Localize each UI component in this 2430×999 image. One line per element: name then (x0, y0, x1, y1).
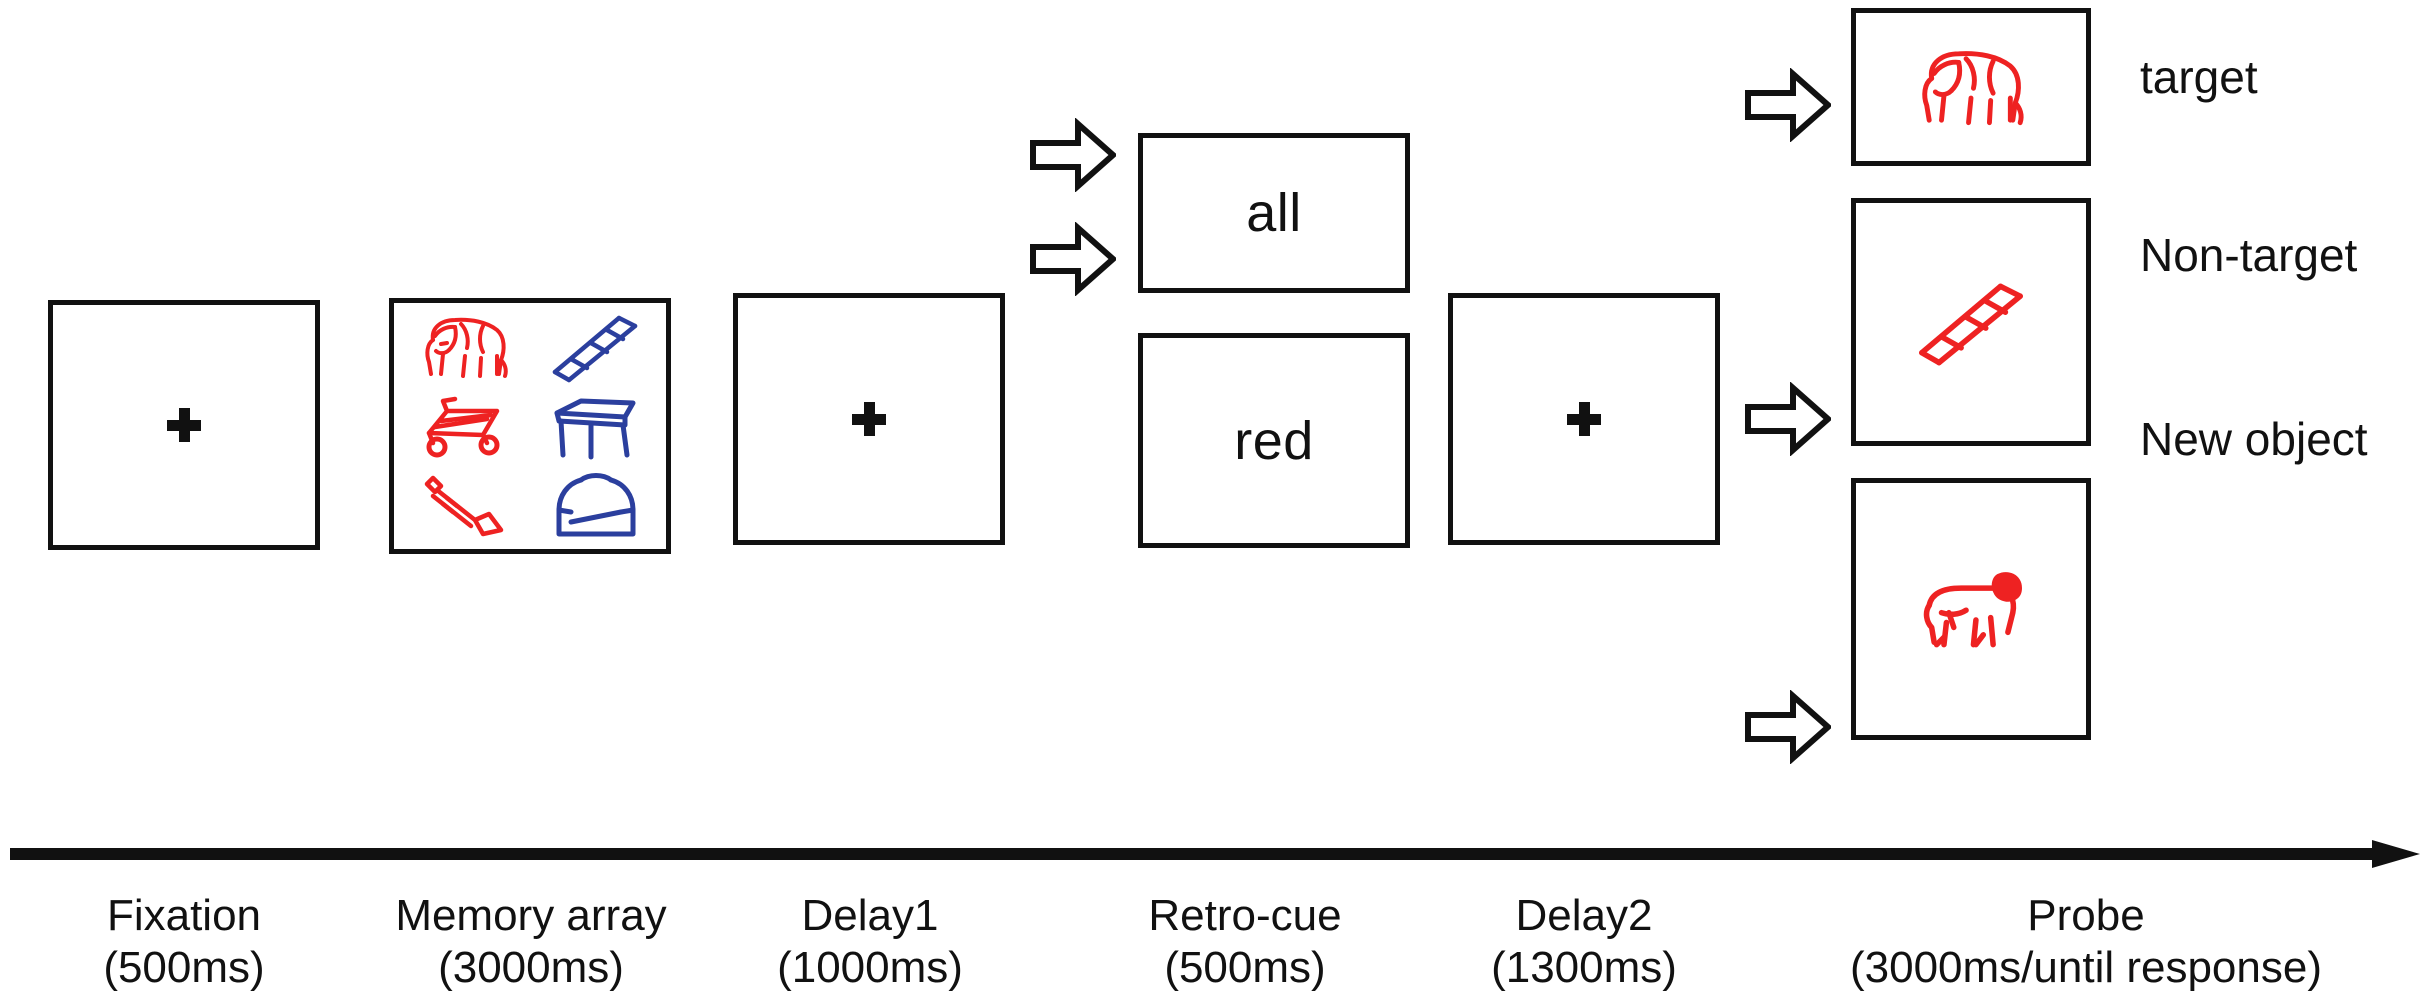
memory-item-cart-red (400, 387, 530, 466)
block-arrow-right-icon-to-probe-nontarget (1745, 382, 1831, 456)
stage-duration-delay1: (1000ms) (777, 942, 963, 992)
timeline-arrow-right-icon (10, 838, 2422, 870)
retro-cue-label-red: red (1234, 410, 1314, 471)
stage-label-retro-cue: Retro-cue (500ms) (1080, 890, 1410, 994)
retro-cue-frame-red: red (1138, 333, 1410, 548)
probe-condition-label-nontarget: Non-target (2140, 229, 2358, 281)
stage-duration-probe: (3000ms/until response) (1849, 942, 2322, 992)
memory-array-frame (389, 298, 671, 554)
block-arrow-right-icon-to-cue-red (1030, 222, 1116, 296)
stage-name-delay1: Delay1 (801, 891, 939, 940)
block-arrow-right-icon-to-probe-target (1745, 68, 1831, 142)
retro-cue-label-all: all (1246, 183, 1302, 243)
block-arrow-right-icon-to-cue-all (1030, 118, 1116, 192)
stage-label-delay1: Delay1 (1000ms) (700, 890, 1040, 994)
memory-item-elephant-red (400, 308, 530, 387)
probe-frame-target (1851, 8, 2091, 166)
fixation-frame (48, 300, 320, 550)
memory-item-sweater-blue (530, 465, 660, 544)
probe-condition-label-target: target (2140, 51, 2258, 103)
memory-item-trumpet-red (400, 465, 530, 544)
stage-duration-fixation: (500ms) (103, 942, 265, 992)
probe-frame-newobject (1851, 478, 2091, 740)
memory-item-table-blue (530, 387, 660, 466)
delay2-fixation-cross-icon (1567, 402, 1601, 436)
probe-condition-label-newobject: New object (2140, 413, 2368, 465)
probe-object-cow-red (1912, 563, 2030, 655)
stage-duration-memory-array: (3000ms) (438, 942, 624, 992)
probe-object-elephant-red (1912, 41, 2030, 133)
retro-cue-frame-all: all (1138, 133, 1410, 293)
stage-duration-retro-cue: (500ms) (1164, 942, 1326, 992)
probe-object-ladder-red (1912, 276, 2030, 368)
stage-label-fixation: Fixation (500ms) (0, 890, 368, 994)
stage-name-memory-array: Memory array (395, 891, 667, 940)
stage-label-probe: Probe (3000ms/until response) (1756, 890, 2416, 994)
fixation-cross-icon (167, 408, 201, 442)
stage-name-retro-cue: Retro-cue (1148, 891, 1342, 940)
memory-array-grid (394, 303, 666, 549)
delay2-frame (1448, 293, 1720, 545)
delay1-frame (733, 293, 1005, 545)
probe-frame-nontarget (1851, 198, 2091, 446)
stage-duration-delay2: (1300ms) (1491, 942, 1677, 992)
stage-label-delay2: Delay2 (1300ms) (1416, 890, 1752, 994)
stage-name-delay2: Delay2 (1515, 891, 1653, 940)
delay1-fixation-cross-icon (852, 402, 886, 436)
stage-label-memory-array: Memory array (3000ms) (345, 890, 717, 994)
block-arrow-right-icon-to-probe-newobject (1745, 690, 1831, 764)
memory-item-ladder-blue (530, 308, 660, 387)
stage-name-probe: Probe (2027, 891, 2145, 940)
stage-name-fixation: Fixation (106, 891, 262, 940)
